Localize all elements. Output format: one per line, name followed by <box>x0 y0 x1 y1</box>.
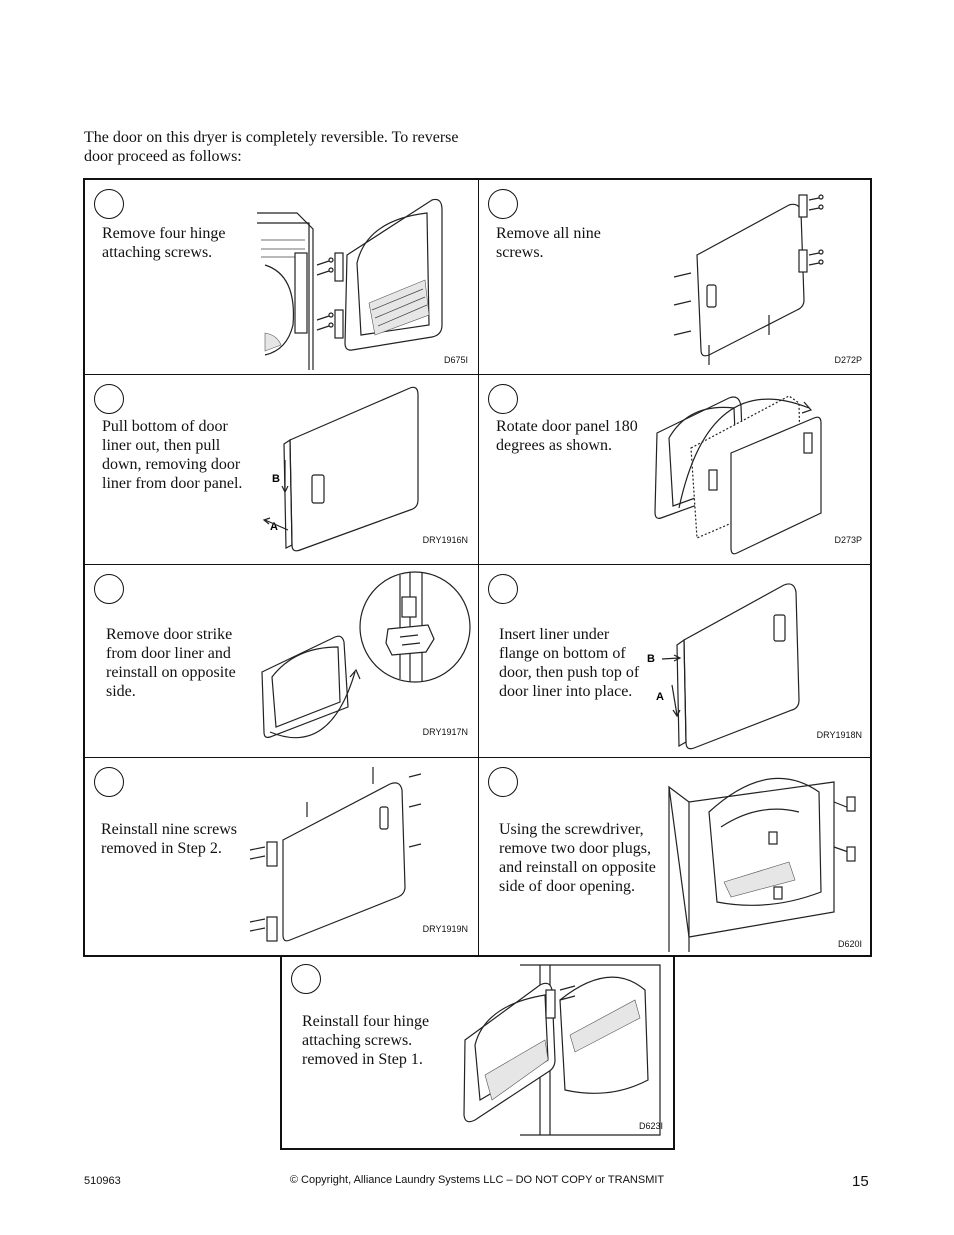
step-number-circle <box>488 384 518 414</box>
step-text: Pull bottom of door liner out, then pull… <box>102 418 243 492</box>
step-text: Insert liner under flange on bottom of d… <box>499 626 640 700</box>
step-3: Pull bottom of door liner out, then pull… <box>85 375 478 564</box>
page-number: 15 <box>852 1173 869 1190</box>
figure-code: D623I <box>638 1121 663 1131</box>
grid-divider <box>478 180 479 955</box>
figure-code: DRY1919N <box>422 924 468 934</box>
step-8: Using the screwdriver, remove two door p… <box>479 758 872 957</box>
illustration-hinge-screws <box>257 198 443 370</box>
illustration-insert-liner: B A <box>647 583 800 750</box>
illustration-door-liner-removal: B A <box>262 386 419 552</box>
step-text: Reinstall nine screws removed in Step 2. <box>101 821 237 857</box>
step-text: Rotate door panel 180 degrees as shown. <box>496 418 638 454</box>
step-number-circle <box>488 189 518 219</box>
step-2: Remove all nine screws. D272P <box>479 180 872 374</box>
step-4: Rotate door panel 180 degrees as shown. … <box>479 375 872 564</box>
step-number-circle <box>291 964 321 994</box>
step-number-circle <box>94 384 124 414</box>
figure-code: DRY1918N <box>816 730 862 740</box>
step-number-circle <box>94 189 124 219</box>
figure-code: D620I <box>837 939 862 949</box>
doc-number: 510963 <box>84 1175 121 1187</box>
liner-label-b: B <box>647 653 655 665</box>
step-6: Insert liner under flange on bottom of d… <box>479 565 872 757</box>
grid-divider <box>85 757 870 758</box>
figure-code: D675I <box>443 355 468 365</box>
figure-code: DRY1916N <box>422 535 468 545</box>
grid-divider <box>85 564 870 565</box>
step-number-circle <box>488 767 518 797</box>
step-9: Reinstall four hinge attaching screws. r… <box>280 955 675 1150</box>
liner-label-a: A <box>656 691 664 703</box>
illustration-nine-screws <box>673 194 824 365</box>
step-text: Remove all nine screws. <box>496 225 601 261</box>
figure-code: D272P <box>834 355 862 365</box>
copyright-notice: © Copyright, Alliance Laundry Systems LL… <box>289 1174 665 1186</box>
step-text: Using the screwdriver, remove two door p… <box>499 821 656 895</box>
illustration-door-strike <box>261 571 471 739</box>
grid-divider <box>85 374 870 375</box>
step-number-circle <box>488 574 518 604</box>
step-7: Reinstall nine screws removed in Step 2.… <box>85 758 478 957</box>
step-text: Remove door strike from door liner and r… <box>106 626 236 700</box>
illustration-rotate-door <box>654 395 822 555</box>
step-text: Remove four hinge attaching screws. <box>102 225 226 261</box>
steps-grid: Remove four hinge attaching screws. D675… <box>83 178 872 957</box>
liner-label-a: A <box>270 521 278 533</box>
step-1: Remove four hinge attaching screws. D675… <box>85 180 478 374</box>
liner-label-b: B <box>272 473 280 485</box>
step-number-circle <box>94 767 124 797</box>
illustration-door-plugs <box>668 777 856 952</box>
figure-code: D273P <box>834 535 862 545</box>
step-5: Remove door strike from door liner and r… <box>85 565 478 757</box>
step-number-circle <box>94 574 124 604</box>
illustration-reinstall-screws <box>249 767 422 942</box>
intro-text: The door on this dryer is completely rev… <box>84 129 459 165</box>
figure-code: DRY1917N <box>422 727 468 737</box>
step-text: Reinstall four hinge attaching screws. r… <box>302 1013 430 1068</box>
illustration-reinstall-hinge-screws <box>463 964 661 1136</box>
